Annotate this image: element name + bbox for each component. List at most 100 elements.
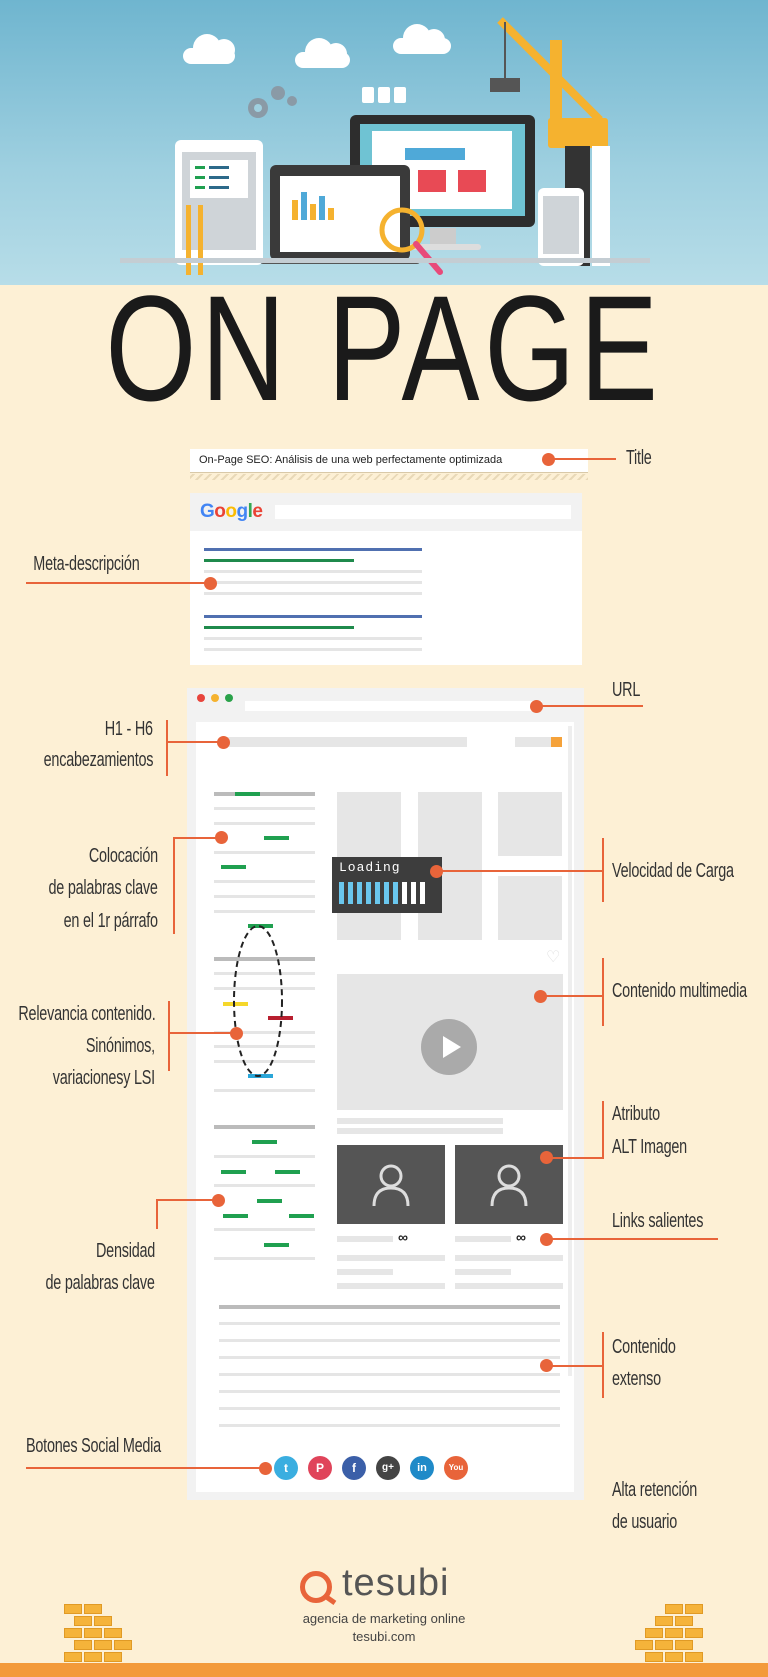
label-multimedia: Contenido multimedia [612, 980, 747, 1002]
speed-connector-h [438, 870, 604, 872]
label-density-1: Densidad [95, 1240, 155, 1262]
alt-connector-v [602, 1101, 604, 1159]
laptop-icon [260, 165, 420, 264]
text-line [337, 1283, 445, 1289]
placement-connector-v [173, 837, 175, 934]
label-extensive-1: Contenido [612, 1336, 676, 1358]
meta-connector [26, 582, 211, 584]
multimedia-connector-h [542, 995, 604, 997]
hero-illustration [0, 0, 768, 285]
text-line [337, 1269, 393, 1275]
keyword-mark [275, 1170, 300, 1174]
label-density-2: de palabras clave [45, 1272, 155, 1294]
text-line [214, 1184, 315, 1187]
gear-icon [248, 86, 297, 118]
heart-icon[interactable]: ♡ [546, 949, 561, 966]
brand-url: tesubi.com [352, 1629, 416, 1644]
text-line [214, 1155, 315, 1158]
facebook-button[interactable]: f [342, 1456, 366, 1480]
text-line [214, 1257, 315, 1260]
label-relevance-1: Relevancia contenido. [17, 1003, 155, 1025]
twitter-button[interactable]: t [274, 1456, 298, 1480]
label-h1-sub: encabezamientos [43, 749, 153, 771]
h1-connector-v [166, 720, 168, 776]
density-dot [212, 1194, 225, 1207]
column-heading [214, 792, 315, 796]
keyword-mark [289, 1214, 314, 1218]
text-line [214, 987, 315, 990]
title-dot [542, 453, 555, 466]
link-icon[interactable]: ∞ [516, 1229, 526, 1245]
link-icon[interactable]: ∞ [398, 1229, 408, 1245]
user-icon [490, 1164, 528, 1207]
label-retention-1: Alta retención [612, 1479, 698, 1501]
cloud-icon [183, 34, 235, 64]
text-line [455, 1269, 511, 1275]
search-box[interactable] [515, 737, 562, 747]
page-title: ON PAGE [105, 264, 663, 432]
serp-desc-line [204, 570, 422, 573]
url-connector [538, 705, 643, 707]
h1-dot [217, 736, 230, 749]
flag-icon [362, 87, 406, 103]
label-placement-1: Colocación [88, 845, 158, 867]
google-search-input[interactable] [275, 505, 571, 519]
label-alt-2: ALT Imagen [612, 1136, 687, 1158]
serp-desc-line [204, 648, 422, 651]
serp-headline [204, 548, 422, 551]
label-h1: H1 - H6 [104, 718, 153, 740]
browser-maximize-dot[interactable] [225, 694, 233, 702]
hatch-divider [190, 474, 588, 480]
heading-bar [221, 737, 467, 747]
scrollbar[interactable] [568, 726, 572, 1376]
linkedin-button[interactable]: in [410, 1456, 434, 1480]
video-caption [337, 1118, 503, 1124]
speed-connector-v [602, 838, 604, 902]
keyword-mark [264, 836, 289, 840]
text-line [219, 1424, 560, 1427]
cloud-icon [393, 24, 451, 54]
text-line [214, 1045, 315, 1048]
browser-minimize-dot[interactable] [211, 694, 219, 702]
image-placeholder [498, 792, 562, 856]
serp-title-bar [190, 449, 588, 473]
serp-url [204, 626, 354, 629]
extensive-connector-h [548, 1365, 604, 1367]
relevance-dot [230, 1027, 243, 1040]
label-relevance-2: Sinónimos, [85, 1035, 155, 1057]
tablet-icon [175, 140, 263, 275]
pinterest-button[interactable]: P [308, 1456, 332, 1480]
links-dot [540, 1233, 553, 1246]
serp-desc-line [204, 592, 422, 595]
text-line [219, 1356, 560, 1359]
text-line [214, 1089, 315, 1092]
address-bar[interactable] [245, 701, 542, 711]
social-dot [259, 1462, 272, 1475]
googleplus-button[interactable]: g+ [376, 1456, 400, 1480]
title-connector [550, 458, 616, 460]
text-line [214, 807, 315, 810]
serp-desc-line [204, 637, 422, 640]
text-line [337, 1255, 445, 1261]
speed-dot [430, 865, 443, 878]
text-line [214, 972, 315, 975]
brand-tagline: agencia de marketing online [302, 1611, 466, 1626]
synonym-mark [223, 1002, 248, 1006]
google-logo: Google [200, 501, 263, 522]
h1-connector-h [166, 741, 222, 743]
density-connector-v [156, 1199, 158, 1229]
keyword-mark [221, 1170, 246, 1174]
browser-close-dot[interactable] [197, 694, 205, 702]
google-serp-panel: Google [190, 493, 582, 665]
label-relevance-3: variacionesy LSI [52, 1067, 155, 1089]
lsi-ellipse [233, 925, 283, 1077]
column-heading [214, 1125, 315, 1129]
text-line [219, 1407, 560, 1410]
label-alt-1: Atributo [612, 1103, 660, 1125]
search-icon[interactable] [551, 737, 562, 747]
extensive-connector-v [602, 1332, 604, 1398]
youtube-button[interactable]: You [444, 1456, 468, 1480]
keyword-mark [235, 792, 260, 796]
serp-desc-line [204, 581, 422, 584]
label-placement-2: de palabras clave [48, 877, 158, 899]
